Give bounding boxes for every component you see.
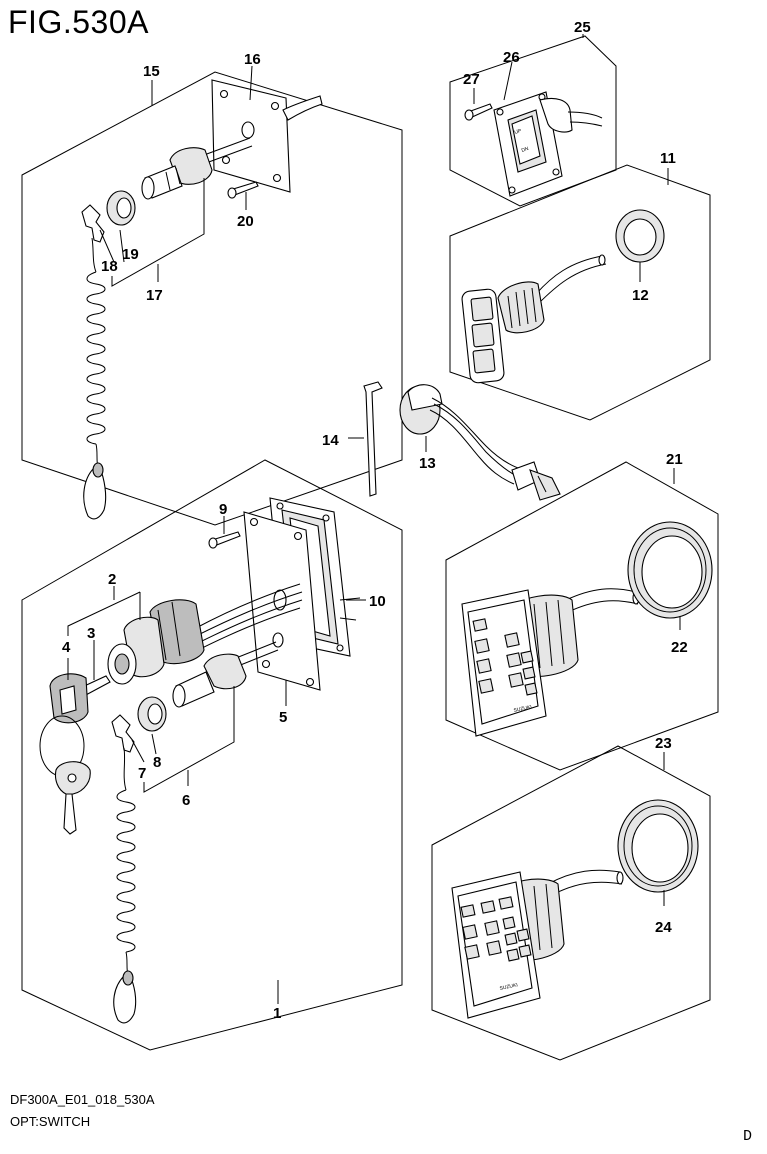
screw-27[interactable] bbox=[464, 103, 493, 121]
callout-24[interactable]: 24 bbox=[655, 919, 672, 936]
grommet-22[interactable] bbox=[627, 521, 713, 619]
callout-14[interactable]: 14 bbox=[322, 432, 339, 449]
grommet-12[interactable] bbox=[615, 209, 665, 263]
callout-15[interactable]: 15 bbox=[143, 63, 160, 80]
switch-dn-label: DN bbox=[521, 146, 530, 154]
group-15-frame bbox=[21, 71, 403, 526]
callout-22[interactable]: 22 bbox=[671, 639, 688, 656]
lanyard-7[interactable] bbox=[111, 714, 137, 1024]
callout-8[interactable]: 8 bbox=[153, 754, 161, 771]
callout-4[interactable]: 4 bbox=[62, 639, 71, 656]
callout-27[interactable]: 27 bbox=[463, 71, 480, 88]
lanyard-18[interactable] bbox=[81, 204, 107, 520]
plate-5[interactable] bbox=[243, 511, 321, 691]
callout-5[interactable]: 5 bbox=[279, 709, 287, 726]
rocker-switch-26[interactable]: UP DN bbox=[493, 91, 603, 197]
stop-switch-6[interactable] bbox=[172, 641, 279, 708]
callout-20[interactable]: 20 bbox=[237, 213, 254, 230]
callout-9[interactable]: 9 bbox=[219, 501, 227, 518]
grommet-24[interactable] bbox=[617, 799, 699, 893]
page-letter: D bbox=[743, 1128, 753, 1145]
callout-10[interactable]: 10 bbox=[369, 593, 386, 610]
ignition-switch-2[interactable] bbox=[107, 583, 303, 685]
group-25-frame bbox=[449, 35, 617, 207]
callout-26[interactable]: 26 bbox=[503, 49, 520, 66]
nut-8[interactable] bbox=[137, 696, 167, 732]
group-23-frame bbox=[431, 745, 711, 1061]
plate-16[interactable] bbox=[211, 79, 323, 193]
trim-switch-11[interactable] bbox=[461, 254, 607, 384]
callout-19[interactable]: 19 bbox=[122, 246, 139, 263]
remote-panel-21[interactable]: SUZUKI bbox=[461, 588, 640, 737]
nut-19[interactable] bbox=[106, 190, 136, 226]
remote-panel-23[interactable]: SUZUKI bbox=[451, 869, 624, 1019]
callout-23[interactable]: 23 bbox=[655, 735, 672, 752]
callout-6[interactable]: 6 bbox=[182, 792, 190, 809]
group-1-frame bbox=[21, 459, 403, 1051]
screw-9[interactable] bbox=[208, 531, 241, 549]
callout-2[interactable]: 2 bbox=[108, 571, 116, 588]
figure-title: FIG.530A bbox=[8, 4, 149, 40]
callout-16[interactable]: 16 bbox=[244, 51, 261, 68]
callout-18[interactable]: 18 bbox=[101, 258, 118, 275]
group-21-frame bbox=[445, 461, 719, 771]
group-11-frame bbox=[449, 164, 711, 421]
callout-3[interactable]: 3 bbox=[87, 625, 95, 642]
screw-20[interactable] bbox=[227, 181, 259, 199]
callout-25[interactable]: 25 bbox=[574, 19, 591, 36]
callout-11[interactable]: 11 bbox=[660, 150, 676, 167]
callout-1[interactable]: 1 bbox=[273, 1005, 281, 1022]
switch-up-label: UP bbox=[514, 128, 523, 136]
callout-13[interactable]: 13 bbox=[419, 455, 436, 472]
cable-tie-14[interactable] bbox=[363, 381, 383, 497]
callout-7[interactable]: 7 bbox=[138, 765, 146, 782]
callout-21[interactable]: 21 bbox=[666, 451, 683, 468]
harness-13[interactable] bbox=[399, 384, 561, 501]
panel-23-brand: SUZUKI bbox=[499, 982, 518, 992]
key-4[interactable] bbox=[39, 673, 91, 835]
stop-switch-17[interactable] bbox=[141, 137, 253, 200]
panel-21-brand: SUZUKI bbox=[513, 704, 532, 714]
group-name: OPT:SWITCH bbox=[10, 1114, 91, 1129]
drawing-id: DF300A_E01_018_530A bbox=[10, 1092, 155, 1107]
callout-17[interactable]: 17 bbox=[146, 287, 163, 304]
callout-12[interactable]: 12 bbox=[632, 287, 649, 304]
